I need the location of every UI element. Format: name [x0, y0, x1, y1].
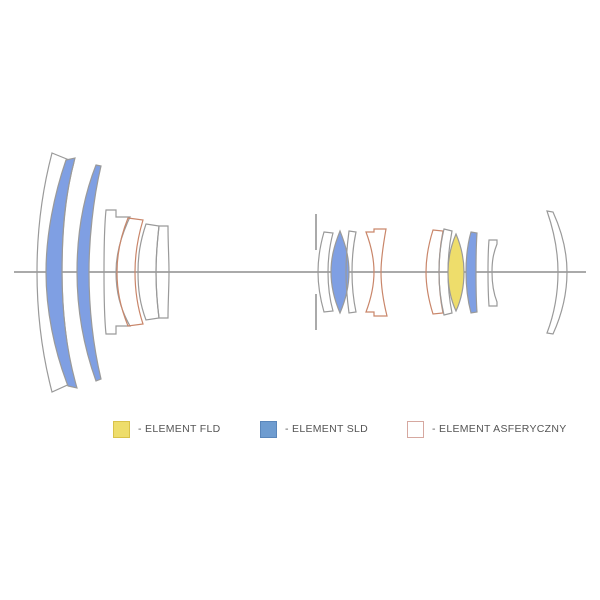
legend: - ELEMENT FLD - ELEMENT SLD - ELEMENT AS… [0, 418, 600, 444]
lens-element-10 [345, 230, 357, 314]
legend-label-aspherical: - ELEMENT ASFERYCZNY [432, 423, 567, 435]
legend-label-fld: - ELEMENT FLD [138, 423, 221, 435]
legend-item-fld: - ELEMENT FLD [113, 418, 220, 440]
lens-element-3-sld [76, 164, 102, 382]
lens-element-11-aspherical [365, 228, 388, 317]
lens-element-2-sld [45, 157, 78, 389]
lens-element-17 [546, 210, 568, 335]
lens-element-7 [155, 225, 170, 319]
lens-element-14-fld [447, 232, 465, 313]
lens-element-13 [438, 228, 453, 316]
legend-swatch-fld [113, 420, 130, 438]
legend-swatch-sld [260, 420, 277, 438]
legend-item-sld: - ELEMENT SLD [260, 418, 368, 440]
lens-element-8 [317, 231, 334, 313]
lens-element-15-sld [465, 231, 478, 314]
lens-element-5-aspherical [116, 217, 144, 327]
lens-element-16 [487, 239, 498, 307]
lens-element-9-sld [330, 229, 350, 315]
legend-swatch-aspherical [407, 420, 424, 438]
legend-label-sld: - ELEMENT SLD [285, 423, 369, 435]
legend-item-aspherical: - ELEMENT ASFERYCZNY [407, 418, 567, 440]
